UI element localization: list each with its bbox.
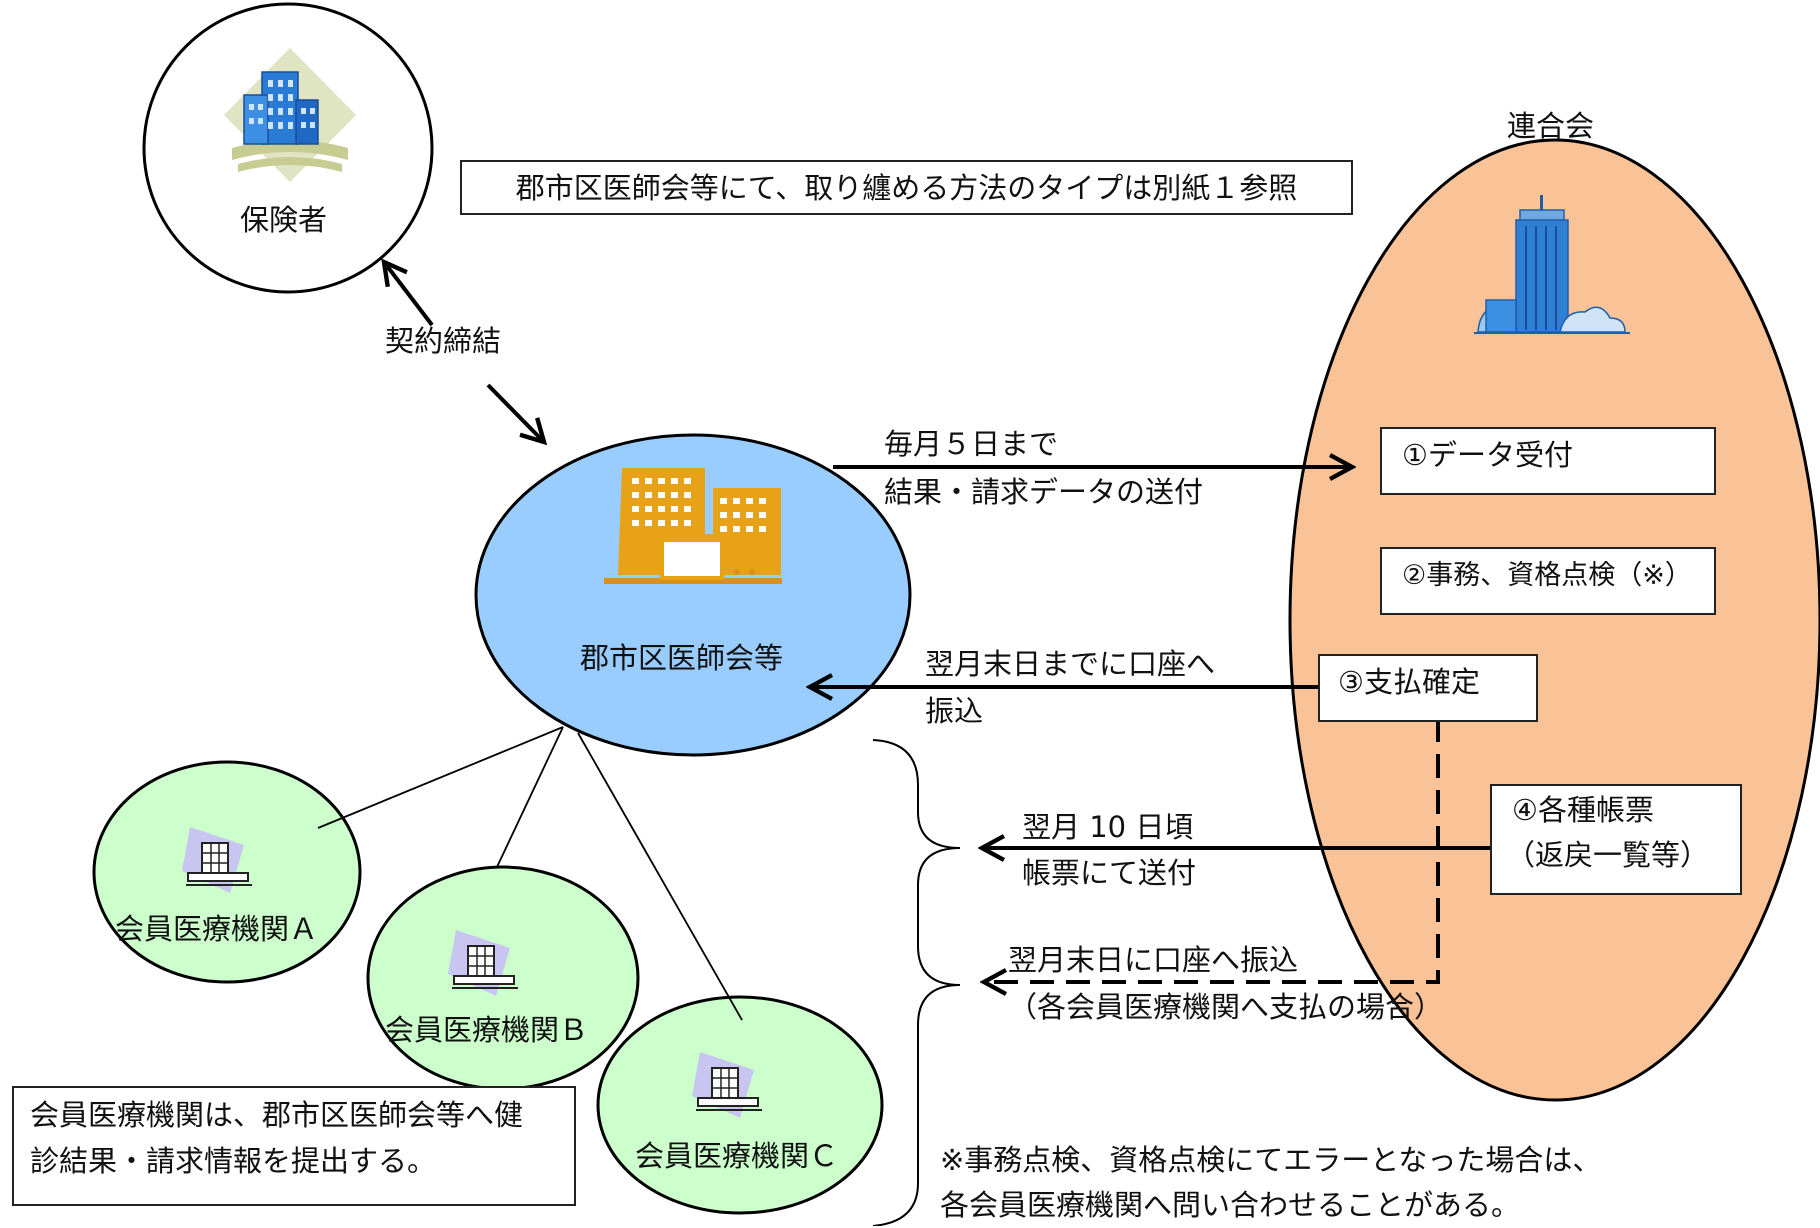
step-forms-line1: ④各種帳票 xyxy=(1512,793,1654,827)
type-note-text: 郡市区医師会等にて、取り纏める方法のタイプは別紙１参照 xyxy=(515,171,1298,205)
member-a-label: 会員医療機関Ａ xyxy=(115,912,319,946)
transfer-line2: 振込 xyxy=(925,694,984,728)
clinic-b-icon xyxy=(448,930,518,996)
forms-send-line1: 翌月 10 日頃 xyxy=(1022,810,1194,844)
type-note-box: 郡市区医師会等にて、取り纏める方法のタイプは別紙１参照 xyxy=(460,160,1353,215)
step-forms-line2: （返戻一覧等） xyxy=(1506,837,1710,872)
member-note-box: 会員医療機関は、郡市区医師会等へ健 診結果・請求情報を提出する。 xyxy=(12,1086,576,1206)
direct-transfer-line1: 翌月末日に口座へ振込 xyxy=(1008,943,1299,977)
hospital-building-icon xyxy=(604,468,782,584)
error-note-line1: ※事務点検、資格点検にてエラーとなった場合は、 xyxy=(940,1143,1602,1177)
contract-label: 契約締結 xyxy=(385,324,502,358)
step-forms-box: ④各種帳票 （返戻一覧等） xyxy=(1490,784,1742,895)
contract-arrow-down xyxy=(486,383,544,442)
send-data-line1: 毎月５日まで xyxy=(884,427,1059,461)
federation-label: 連合会 xyxy=(1507,109,1595,143)
contract-arrow-up xyxy=(384,262,434,327)
member-note-line2: 診結果・請求情報を提出する。 xyxy=(30,1144,437,1179)
insurer-label: 保険者 xyxy=(240,203,328,237)
connector-member-a xyxy=(317,726,564,829)
insurer-building-icon xyxy=(224,48,356,182)
direct-transfer-dashed-line xyxy=(984,718,1440,982)
step-payment-confirm-text: ③支払確定 xyxy=(1338,665,1480,699)
step-check-text: ②事務、資格点検（※） xyxy=(1402,560,1692,591)
clinic-a-icon xyxy=(182,827,252,893)
send-data-line2: 結果・請求データの送付 xyxy=(884,475,1204,509)
step-payment-confirm-box: ③支払確定 xyxy=(1318,654,1538,722)
step-data-receipt-box: ①データ受付 xyxy=(1380,427,1716,495)
transfer-line1: 翌月末日までに口座へ xyxy=(925,647,1216,681)
connector-member-c xyxy=(577,732,743,1021)
association-ellipse xyxy=(474,433,912,757)
member-c-label: 会員医療機関Ｃ xyxy=(635,1139,839,1173)
step-data-receipt-text: ①データ受付 xyxy=(1402,438,1573,472)
association-label: 郡市区医師会等 xyxy=(580,641,784,675)
connector-member-b xyxy=(496,726,564,868)
member-b-label: 会員医療機関Ｂ xyxy=(385,1013,589,1047)
member-note-line1: 会員医療機関は、郡市区医師会等へ健 xyxy=(30,1098,524,1132)
direct-transfer-line2: （各会員医療機関へ支払の場合） xyxy=(1008,990,1444,1024)
forms-send-line2: 帳票にて送付 xyxy=(1022,856,1197,890)
curly-brace xyxy=(872,739,961,1226)
error-note-line2: 各会員医療機関へ問い合わせることがある。 xyxy=(940,1188,1521,1222)
clinic-c-icon xyxy=(692,1052,762,1118)
step-check-box: ②事務、資格点検（※） xyxy=(1380,547,1716,615)
federation-building-icon xyxy=(1474,195,1630,334)
